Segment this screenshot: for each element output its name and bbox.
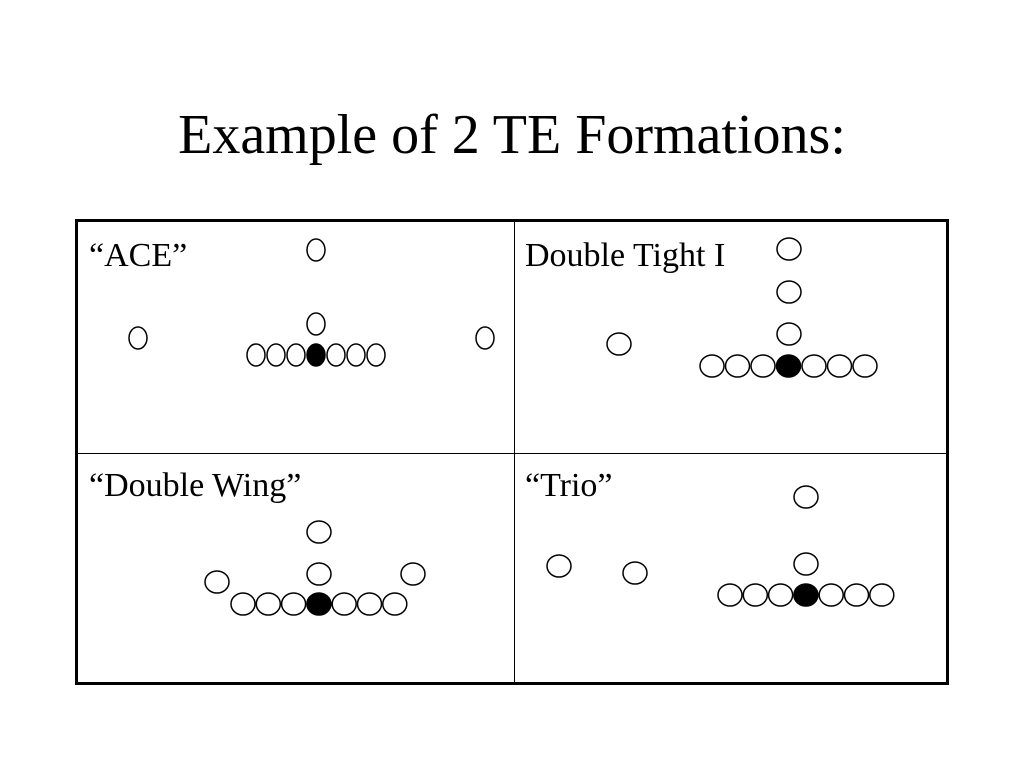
trio-lineman-5-open-circle-player-icon — [818, 583, 844, 607]
ace-lineman-1-open-circle-player-icon — [246, 343, 266, 367]
double-wing-lineman-4-filled-circle-center-icon — [306, 592, 332, 616]
double-tight-i-lineman-3-open-circle-player-icon — [750, 354, 776, 378]
trio-lineman-6-open-circle-player-icon — [843, 583, 870, 607]
double-tight-i-lineman-6-open-circle-player-icon — [826, 354, 853, 378]
double-wing-back-1-open-circle-player-icon — [306, 520, 332, 544]
formation-cell-ace: “ACE” — [78, 222, 514, 453]
double-wing-lineman-5-open-circle-player-icon — [331, 592, 357, 616]
formation-cell-double-tight-i: Double Tight I — [515, 222, 946, 453]
trio-receiver-2-open-circle-player-icon — [622, 561, 648, 585]
ace-lineman-4-filled-circle-center-icon — [306, 343, 326, 367]
ace-receiver-right-open-circle-player-icon — [475, 326, 495, 350]
ace-receiver-left-open-circle-player-icon — [128, 326, 148, 350]
ace-lineman-5-open-circle-player-icon — [326, 343, 346, 367]
double-wing-wing-right-open-circle-player-icon — [400, 562, 426, 586]
double-tight-i-back-3-open-circle-player-icon — [776, 322, 802, 346]
double-wing-back-2-open-circle-player-icon — [306, 562, 332, 586]
double-wing-lineman-6-open-circle-player-icon — [356, 592, 383, 616]
double-wing-lineman-3-open-circle-player-icon — [280, 592, 307, 616]
double-tight-i-lineman-5-open-circle-player-icon — [801, 354, 827, 378]
formations-grid: “ACE” Double Tight I “Double Wing” “Trio… — [75, 219, 949, 685]
ace-lineman-6-open-circle-player-icon — [346, 343, 366, 367]
formation-label-double-tight-i: Double Tight I — [525, 237, 726, 274]
trio-back-2-open-circle-player-icon — [793, 552, 819, 576]
trio-lineman-3-open-circle-player-icon — [767, 583, 794, 607]
ace-back-short-open-circle-player-icon — [306, 312, 326, 336]
double-tight-i-receiver-left-open-circle-player-icon — [606, 332, 632, 356]
formation-cell-trio: “Trio” — [515, 454, 946, 682]
trio-lineman-2-open-circle-player-icon — [742, 583, 769, 607]
ace-lineman-7-open-circle-player-icon — [366, 343, 386, 367]
trio-lineman-4-filled-circle-center-icon — [793, 583, 819, 607]
double-tight-i-back-2-open-circle-player-icon — [776, 280, 802, 304]
double-wing-lineman-7-open-circle-player-icon — [382, 592, 408, 616]
ace-lineman-2-open-circle-player-icon — [266, 343, 286, 367]
double-tight-i-lineman-1-open-circle-player-icon — [699, 354, 725, 378]
trio-receiver-1-open-circle-player-icon — [546, 554, 572, 578]
formation-label-double-wing: “Double Wing” — [89, 467, 302, 504]
trio-lineman-7-open-circle-player-icon — [869, 583, 895, 607]
double-wing-lineman-1-open-circle-player-icon — [230, 592, 256, 616]
slide-title: Example of 2 TE Formations: — [178, 104, 846, 166]
formation-label-trio: “Trio” — [525, 467, 613, 504]
formation-cell-double-wing: “Double Wing” — [78, 454, 514, 682]
double-wing-lineman-2-open-circle-player-icon — [255, 592, 282, 616]
trio-lineman-1-open-circle-player-icon — [717, 583, 743, 607]
ace-lineman-3-open-circle-player-icon — [286, 343, 306, 367]
double-wing-wing-left-open-circle-player-icon — [204, 570, 230, 594]
trio-back-1-open-circle-player-icon — [793, 485, 819, 509]
double-tight-i-lineman-7-open-circle-player-icon — [852, 354, 878, 378]
grid-divider-horizontal — [78, 453, 946, 454]
double-tight-i-lineman-2-open-circle-player-icon — [724, 354, 751, 378]
double-tight-i-lineman-4-filled-circle-center-icon — [775, 354, 802, 378]
ace-back-deep-open-circle-player-icon — [306, 238, 326, 262]
double-tight-i-back-1-open-circle-player-icon — [776, 237, 802, 261]
formation-label-ace: “ACE” — [89, 237, 188, 274]
grid-divider-vertical — [514, 222, 515, 682]
